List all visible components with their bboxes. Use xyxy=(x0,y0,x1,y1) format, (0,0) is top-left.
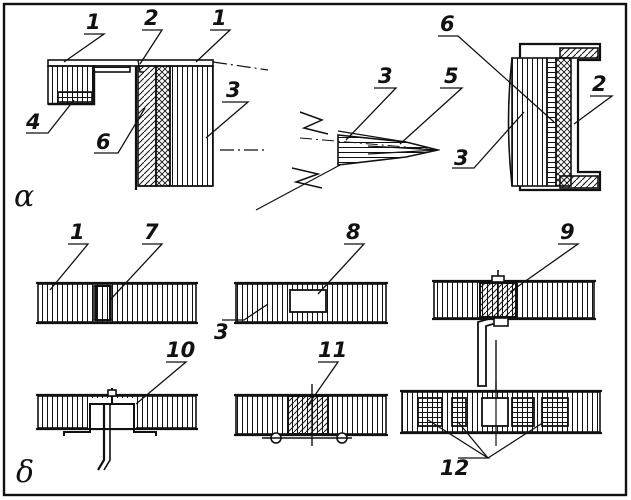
callout-local-reinforcement: 12 xyxy=(440,456,470,480)
through-insert-panel xyxy=(432,270,596,390)
callout-channel-cap: 2 xyxy=(592,72,607,96)
section-b-label: δ xyxy=(16,455,35,490)
callout-b-core: 3 xyxy=(214,320,229,344)
bracket-fitting-panel xyxy=(36,388,198,471)
potted-insert-panel xyxy=(234,281,388,325)
callout-through-insert: 9 xyxy=(560,220,575,244)
channel-edge-view xyxy=(507,42,602,192)
joint-corner-view xyxy=(47,59,214,190)
callout-core-left: 3 xyxy=(226,78,241,102)
callout-bracket-fitting: 10 xyxy=(166,338,196,362)
callout-bolt-block: 11 xyxy=(318,338,348,362)
callout-channel-adhesive: 6 xyxy=(440,12,455,36)
callout-taper-tip: 5 xyxy=(444,64,459,88)
splice-joint-panel xyxy=(36,281,198,325)
callout-potted-insert: 8 xyxy=(346,220,361,244)
callout-b-skin: 1 xyxy=(70,220,85,244)
center-lines xyxy=(212,61,269,151)
callout-skin-right: 1 xyxy=(212,6,227,30)
callout-skin-left: 1 xyxy=(86,10,101,34)
bolt-block-panel xyxy=(234,384,388,446)
callout-splice: 7 xyxy=(144,220,159,244)
callout-taper-core: 3 xyxy=(378,64,393,88)
tapered-edge-view xyxy=(255,111,441,211)
callout-edge-insert: 4 xyxy=(26,110,41,134)
callout-adhesive-left: 6 xyxy=(96,130,111,154)
callout-channel-core: 3 xyxy=(454,146,469,170)
local-reinforcement-panel xyxy=(400,382,602,446)
section-a-label: α xyxy=(14,179,35,214)
callout-gap-strip: 2 xyxy=(144,6,159,30)
